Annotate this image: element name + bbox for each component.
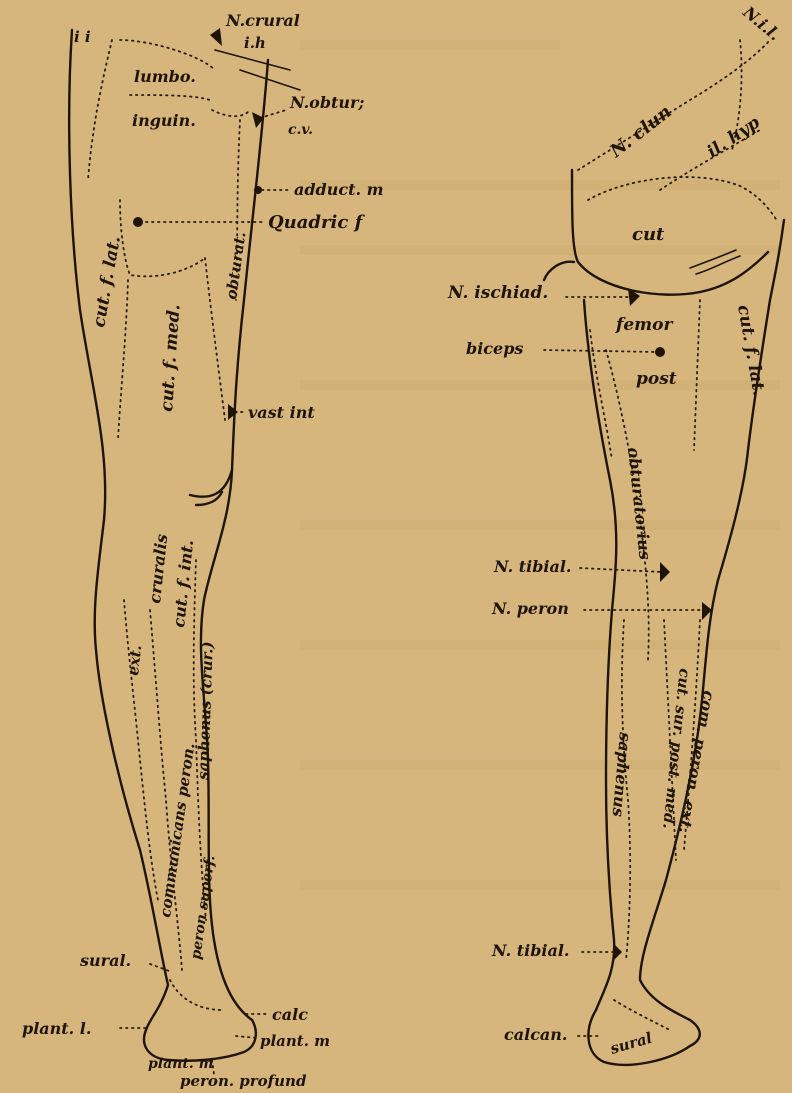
- label-biceps: biceps: [466, 339, 523, 358]
- inguinal-line: [215, 50, 290, 70]
- boundary-inguin: [212, 110, 248, 116]
- label-n-tibial-1: N. tibial.: [493, 557, 572, 576]
- label-ii: i i: [74, 28, 91, 46]
- label-n-tibial-2: N. tibial.: [491, 941, 570, 960]
- label-peron-profund: peron. profund: [180, 1072, 307, 1090]
- label-sural-back: sural: [608, 1029, 654, 1058]
- boundary-dorsum: [170, 980, 222, 1010]
- label-vast-int: vast int: [248, 403, 315, 422]
- boundary-cut-f-lat-back: [694, 300, 700, 450]
- label-inguin: inguin.: [132, 111, 196, 130]
- quadric-point: [133, 217, 143, 227]
- n-crural-marker: [210, 28, 222, 46]
- label-cut-f-lat: cut. f. lat.: [89, 235, 125, 329]
- label-plant-m-2: plant. m: [148, 1056, 213, 1072]
- label-calcan: calcan.: [504, 1025, 568, 1044]
- vast-int-marker: [228, 404, 238, 420]
- label-saphenus-crur: saphenus (crur.): [194, 641, 217, 780]
- posterior-buttock-crease: [544, 262, 574, 280]
- n-tibial-marker: [660, 562, 670, 582]
- boundary-lateral-hip: [88, 40, 112, 180]
- label-communicans-peron: communicans peron.: [156, 742, 198, 919]
- label-plant-l: plant. l.: [22, 1019, 91, 1038]
- label-n-clun: N. clun: [605, 101, 675, 162]
- label-cut: cut: [632, 224, 665, 245]
- boundary-front-thigh: [118, 280, 128, 440]
- label-ext: ext.: [124, 644, 145, 676]
- label-n-obtur: N.obtur;: [289, 93, 364, 112]
- boundary-top: [120, 40, 215, 70]
- label-adduct-m: adduct. m: [294, 180, 384, 199]
- label-sural: sural.: [79, 951, 131, 970]
- posterior-leg: [544, 40, 784, 1065]
- anterior-foot-outline: [144, 1020, 256, 1061]
- n-tibial-lower-marker: [614, 944, 622, 960]
- label-lumbo: lumbo.: [134, 67, 196, 86]
- boundary-lumbo: [130, 95, 210, 100]
- post-point: [655, 347, 665, 357]
- adduct-point: [254, 186, 262, 194]
- boundary-biceps: [590, 330, 612, 460]
- label-n-peron: N. peron: [491, 599, 569, 618]
- leader-biceps: [544, 350, 656, 352]
- label-cruralis: cruralis: [145, 533, 171, 604]
- label-cut-f-med: cut. f. med.: [157, 304, 184, 413]
- anterior-leg-lateral-outline: [69, 30, 168, 1030]
- label-plant-m-1: plant. m: [260, 1032, 330, 1050]
- label-n-crural: N.crural: [225, 11, 300, 30]
- boundary-medial-thigh: [205, 258, 225, 420]
- label-il-hyp: il. hyp: [704, 113, 764, 163]
- label-cv: c.v.: [288, 122, 313, 138]
- leader-sural: [150, 964, 172, 972]
- label-n-ischiad: N. ischiad.: [447, 283, 548, 303]
- anterior-labels: i i N.crural i.h lumbo. inguin. N.obtur;…: [22, 11, 384, 1090]
- background-print-through: [300, 40, 780, 890]
- label-post: post: [636, 369, 677, 389]
- label-calc: calc: [272, 1005, 308, 1024]
- buttock-crease-3: [696, 256, 740, 274]
- posterior-medial-outline: [584, 300, 616, 1010]
- leader-tibial-1: [580, 568, 662, 572]
- label-saphenus-back: saphenus: [609, 731, 635, 818]
- label-cut-f-int: cut. f. int.: [169, 539, 197, 629]
- anterior-knee-line-2: [196, 492, 222, 505]
- label-femor: femor: [615, 315, 673, 335]
- boundary-cut-f-lat: [120, 200, 205, 276]
- label-quadric-f: Quadric f: [268, 212, 366, 233]
- label-obturatorius: obturatorius: [624, 446, 655, 560]
- label-ih: i.h: [244, 34, 266, 52]
- inguinal-line-2: [240, 70, 300, 90]
- label-nil: N.i.l.: [739, 2, 785, 44]
- anterior-knee-line: [190, 470, 232, 497]
